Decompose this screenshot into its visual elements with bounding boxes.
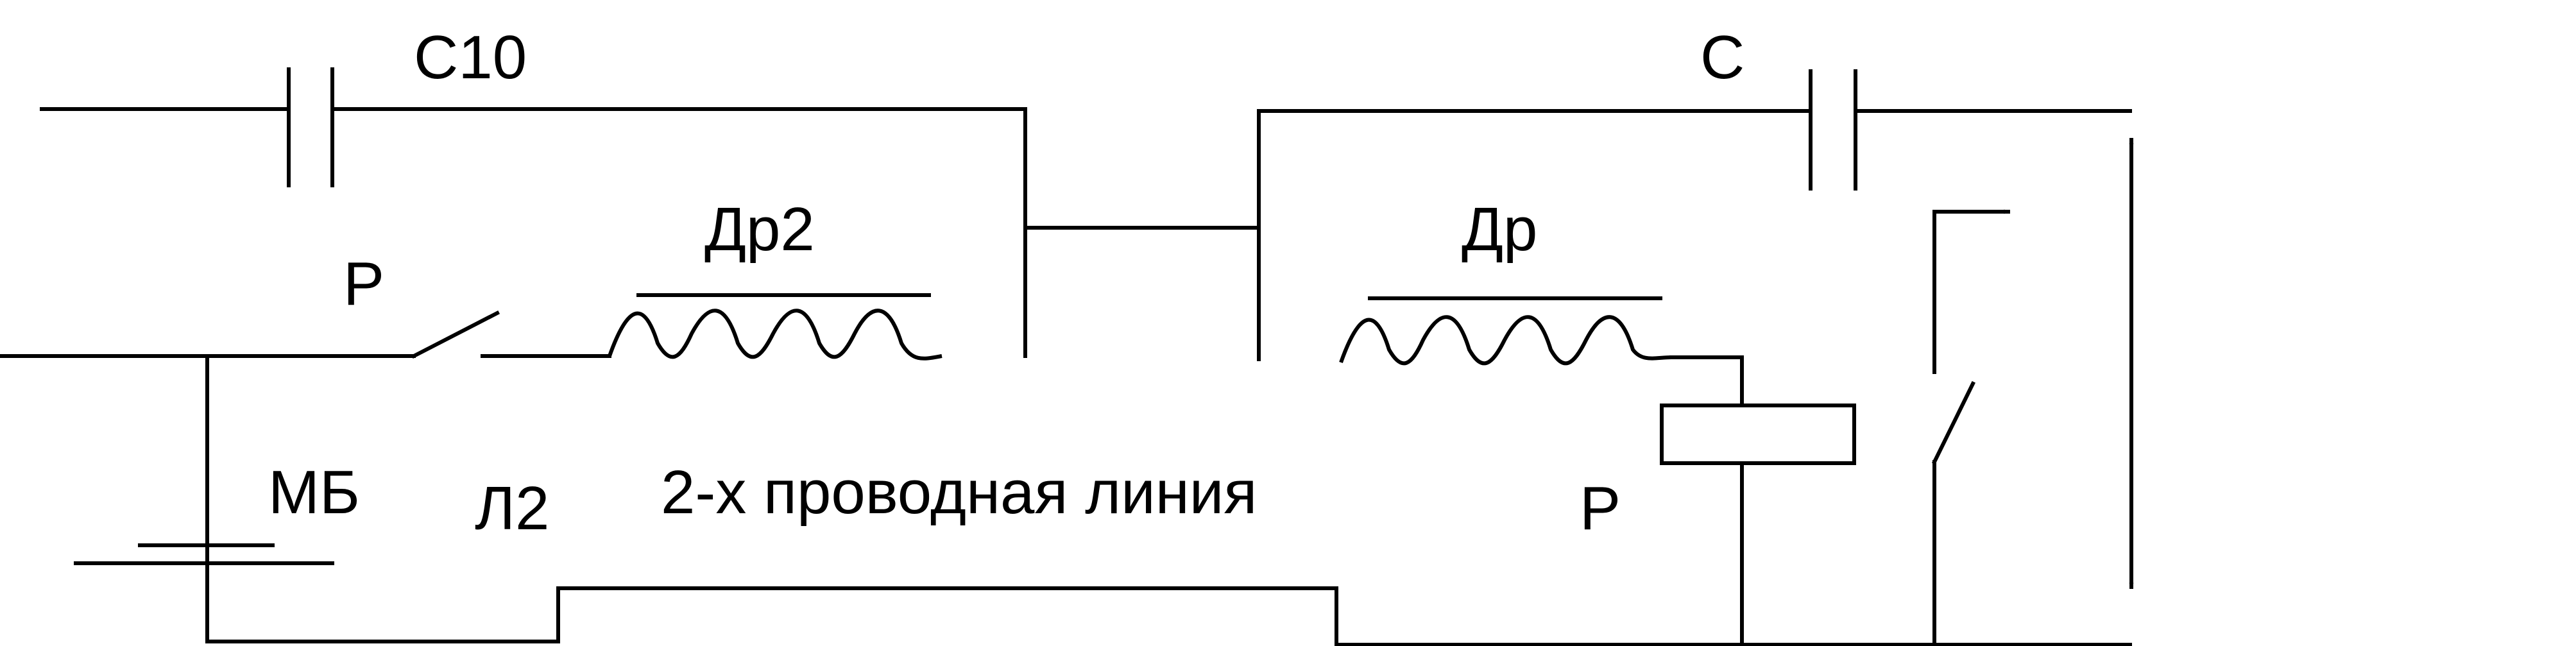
- label-mb: МБ: [268, 458, 360, 527]
- relay-contact: [1931, 209, 2010, 646]
- label-c: C: [1700, 23, 1744, 92]
- label-p-switch: Р: [343, 250, 384, 318]
- battery-mb: [74, 354, 334, 643]
- switch-p: [0, 310, 611, 359]
- label-c10: C10: [414, 23, 527, 92]
- capacitor-c10: [40, 67, 1025, 187]
- line-caption: 2-х проводная линия: [661, 458, 1257, 527]
- relay-p: [1660, 404, 1856, 646]
- label-dr: Др: [1462, 195, 1537, 264]
- left-top-connection: [1023, 107, 1261, 358]
- choke-dr2: [608, 293, 943, 361]
- label-l2: Л2: [475, 474, 549, 543]
- capacitor-c: [1257, 69, 2132, 361]
- choke-dr: [1339, 296, 1744, 406]
- bottom-line: [205, 586, 2132, 646]
- label-dr2: Др2: [704, 195, 815, 264]
- label-p-relay: Р: [1580, 474, 1621, 543]
